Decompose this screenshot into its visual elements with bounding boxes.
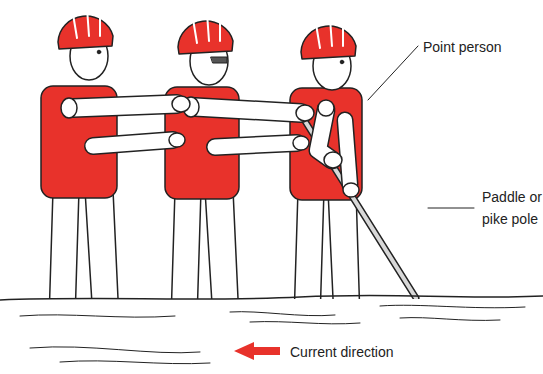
- helmet: [178, 21, 233, 54]
- eye: [340, 60, 344, 64]
- point-person-arms: [318, 100, 359, 197]
- wader: [165, 13, 314, 320]
- leader-line: [428, 208, 474, 209]
- arm: [93, 140, 173, 146]
- arrow-label: Current direction: [290, 341, 440, 363]
- glasses: [211, 57, 227, 63]
- arm: [195, 107, 301, 113]
- eye: [97, 50, 101, 54]
- arm: [195, 107, 301, 113]
- helmet-vent: [193, 13, 220, 43]
- current-arrow: [234, 342, 280, 360]
- hand: [169, 133, 185, 147]
- arm: [93, 140, 173, 146]
- callout-label: Paddle or pike pole: [482, 186, 543, 230]
- helmet-vent: [73, 8, 100, 38]
- wader: [41, 8, 190, 320]
- hand: [172, 96, 190, 112]
- arm: [215, 143, 297, 147]
- hand: [293, 136, 309, 150]
- helmet: [301, 26, 356, 59]
- hand: [296, 105, 314, 121]
- callout-label: Point person: [423, 36, 538, 58]
- shoulder-badge: [61, 98, 77, 118]
- leader-line: [368, 46, 418, 100]
- water-surface: [0, 295, 543, 300]
- water-ripple: [20, 305, 525, 363]
- helmet-vent: [316, 18, 343, 48]
- arm: [73, 104, 177, 108]
- arm: [215, 143, 297, 147]
- helmet: [58, 16, 113, 49]
- point-person: [290, 18, 362, 320]
- water-body: [0, 299, 543, 374]
- arm: [73, 104, 177, 108]
